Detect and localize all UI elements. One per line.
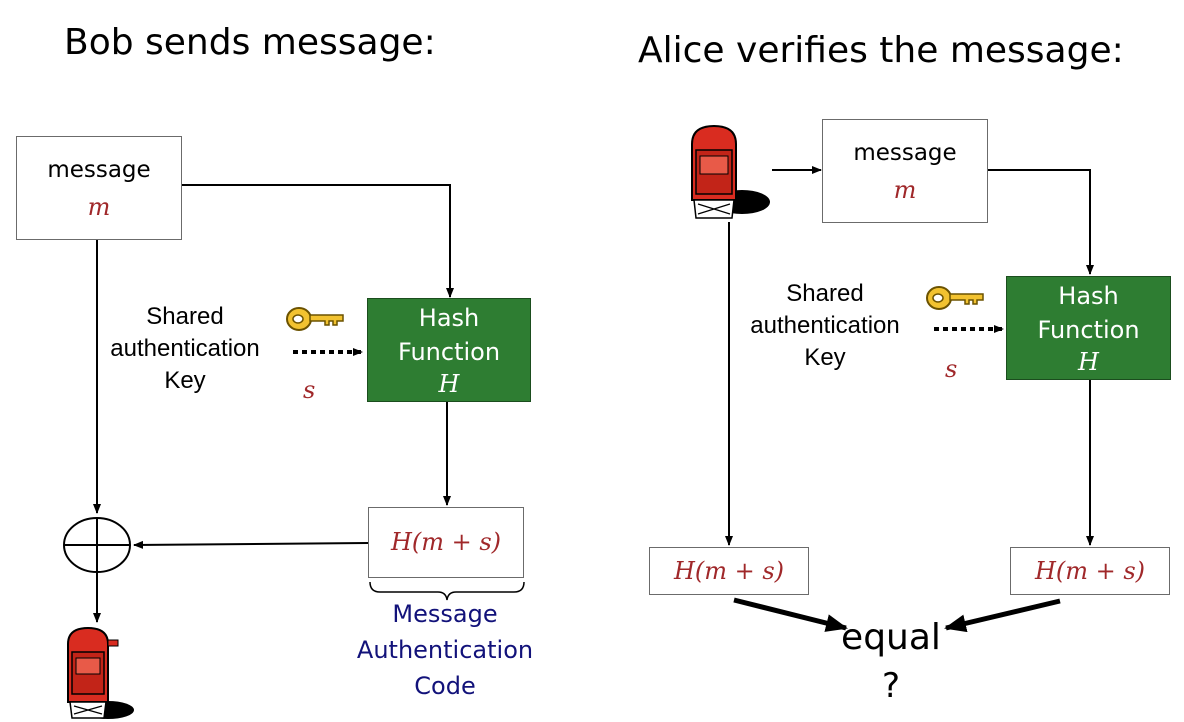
right-title: Alice verifies the message:	[638, 30, 1124, 71]
xor-icon	[63, 517, 131, 573]
right-key-var: s	[945, 355, 958, 383]
left-hash-box: Hash Function H	[367, 298, 531, 402]
mac-label-line: Message	[392, 600, 498, 628]
mac-label-line: Code	[414, 672, 476, 700]
right-output-box-left: H(m + s)	[649, 547, 809, 595]
hash-var: H	[438, 370, 460, 398]
mac-brace	[369, 581, 525, 601]
key-label-line: Shared	[786, 280, 864, 307]
message-label: message	[853, 140, 957, 166]
hash-label-line: Hash	[418, 304, 480, 332]
key-label-line: Key	[804, 344, 846, 371]
output-formula: H(m + s)	[1034, 557, 1146, 585]
left-output-box: H(m + s)	[368, 507, 524, 578]
key-label-line: authentication	[110, 335, 260, 362]
mac-label-line: Authentication	[356, 636, 534, 664]
equal-question: ?	[881, 666, 901, 706]
mailbox-icon	[67, 626, 134, 719]
arrow-output-to-xor	[133, 540, 369, 549]
left-key-var: s	[303, 376, 316, 404]
arrow-left-to-equal	[733, 597, 848, 632]
right-output-box-right: H(m + s)	[1010, 547, 1170, 595]
hash-label-line: Function	[397, 338, 501, 366]
right-message-box: message m	[822, 119, 988, 223]
right-hash-box: Hash Function H	[1006, 276, 1171, 380]
key-label-line: Key	[164, 367, 206, 394]
arrow-message-to-hash	[181, 184, 454, 298]
hash-label-line: Hash	[1058, 282, 1119, 310]
key-label-line: authentication	[750, 312, 900, 339]
mailbox-icon	[691, 124, 770, 219]
key-icon	[286, 307, 344, 331]
left-message-box: message m	[16, 136, 182, 240]
left-key-label: Shared authentication Key	[95, 301, 275, 397]
right-key-label: Shared authentication Key	[735, 278, 915, 374]
hash-var: H	[1078, 348, 1099, 376]
hash-label-line: Function	[1037, 316, 1140, 344]
message-var: m	[893, 176, 917, 204]
output-formula: H(m + s)	[673, 557, 785, 585]
message-var: m	[87, 193, 111, 221]
message-label: message	[47, 157, 151, 183]
key-icon	[926, 286, 984, 310]
arrow-message-to-hash-right	[987, 169, 1094, 275]
arrow-right-to-equal	[944, 598, 1061, 633]
equal-label: equal	[841, 617, 941, 658]
mac-label: Message Authentication Code	[340, 596, 550, 704]
output-formula: H(m + s)	[390, 528, 502, 556]
left-title: Bob sends message:	[64, 22, 436, 63]
key-label-line: Shared	[146, 303, 224, 330]
